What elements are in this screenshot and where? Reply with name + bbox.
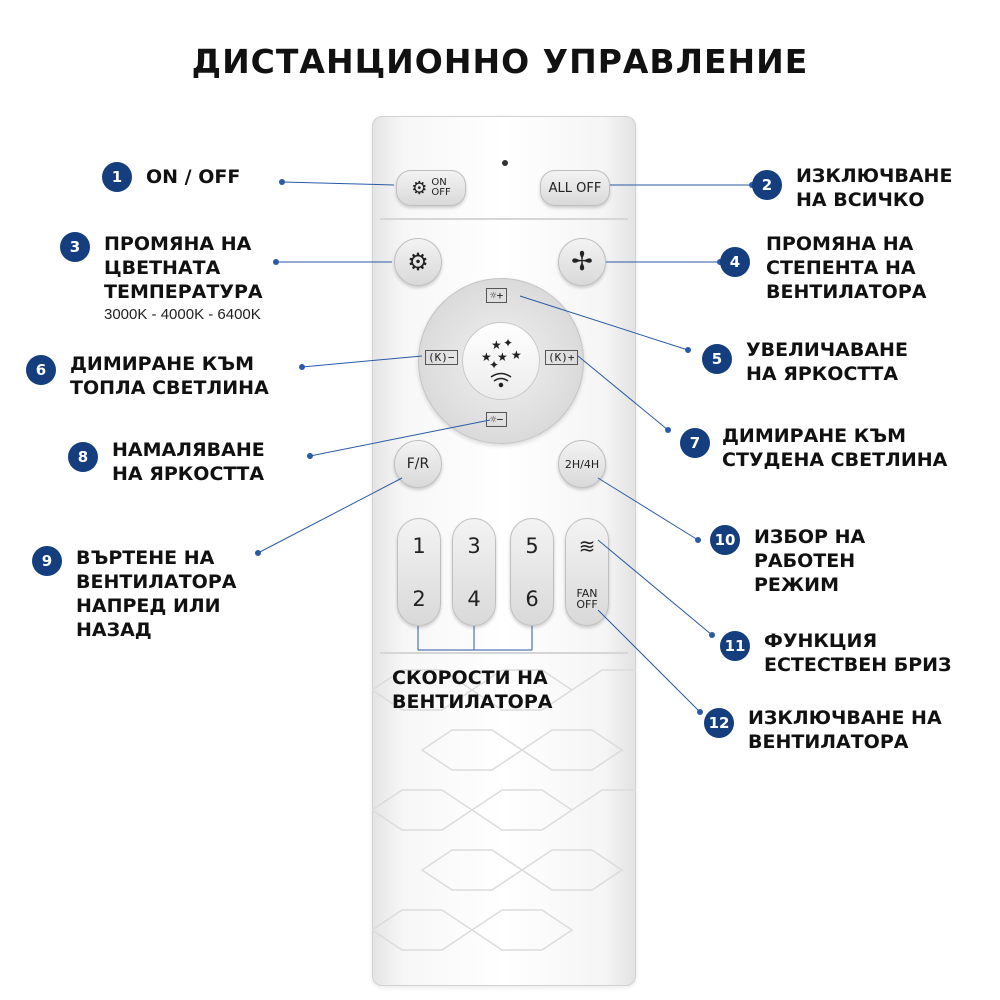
callout-badge-1: 1: [102, 162, 132, 192]
indicator-led: [502, 160, 508, 166]
callout-badge-6: 6: [26, 355, 56, 385]
svg-text:★: ★: [511, 348, 522, 362]
hex-pattern: [372, 669, 636, 951]
speed-6: 6: [525, 586, 539, 611]
callout-label-1: ON / OFF: [146, 166, 241, 188]
on-label: ON: [431, 177, 447, 188]
callout-badge-4: 4: [720, 247, 750, 277]
wifi-icon: [490, 372, 512, 388]
color-temp-range: 3000K - 4000K - 6400K: [104, 306, 261, 323]
off-label: OFF: [576, 598, 598, 611]
callout-badge-11: 11: [720, 631, 750, 661]
divider: [380, 652, 628, 654]
speed-5: 5: [525, 533, 539, 558]
star-icon: ★✦★ ★★✦: [481, 336, 522, 388]
gear-icon: ⚙: [407, 248, 429, 276]
svg-text:★: ★: [481, 350, 492, 364]
callout-badge-2: 2: [752, 170, 782, 200]
callout-badge-8: 8: [68, 442, 98, 472]
brightness-down-button[interactable]: ☼−: [486, 412, 508, 427]
callout-badge-7: 7: [680, 428, 710, 458]
wave-icon: ≋: [578, 534, 596, 558]
speed-1: 1: [412, 533, 426, 558]
fan-mode-off-button[interactable]: ≋ FAN OFF: [565, 518, 609, 626]
night-mode-button[interactable]: ★✦★ ★★✦: [462, 322, 540, 400]
color-temperature-button[interactable]: ⚙: [394, 238, 442, 286]
speed-4: 4: [467, 586, 481, 611]
page-title: ДИСТАНЦИОННО УПРАВЛЕНИЕ: [191, 42, 809, 81]
warm-light-button[interactable]: (K)−: [425, 350, 458, 365]
callout-badge-9: 9: [32, 546, 62, 576]
callout-badge-5: 5: [702, 344, 732, 374]
brightness-up-button[interactable]: ☼+: [486, 288, 508, 303]
svg-text:★: ★: [491, 338, 502, 352]
fan-icon: ✢: [571, 247, 593, 277]
speed-button-1-2[interactable]: 1 2: [397, 518, 441, 626]
gear-icon: ⚙: [411, 177, 428, 199]
fan-label: FAN: [576, 587, 598, 600]
fan-level-button[interactable]: ✢: [558, 238, 606, 286]
timer-button[interactable]: 2H/4H: [558, 440, 606, 488]
callout-badge-3: 3: [60, 232, 90, 262]
divider: [380, 218, 628, 220]
fan-reverse-button[interactable]: F/R: [394, 440, 442, 488]
speed-3: 3: [467, 533, 481, 558]
speed-button-3-4[interactable]: 3 4: [452, 518, 496, 626]
all-off-button[interactable]: ALL OFF: [540, 170, 610, 206]
speed-button-5-6[interactable]: 5 6: [510, 518, 554, 626]
svg-text:★: ★: [497, 350, 508, 364]
callout-badge-12: 12: [704, 708, 734, 738]
callout-badge-10: 10: [710, 525, 740, 555]
on-off-button[interactable]: ⚙ ON OFF: [396, 170, 466, 206]
svg-text:✦: ✦: [489, 358, 499, 372]
cold-light-button[interactable]: (K)+: [545, 350, 578, 365]
off-label: OFF: [431, 187, 451, 198]
svg-text:✦: ✦: [503, 336, 513, 350]
speed-2: 2: [412, 586, 426, 611]
